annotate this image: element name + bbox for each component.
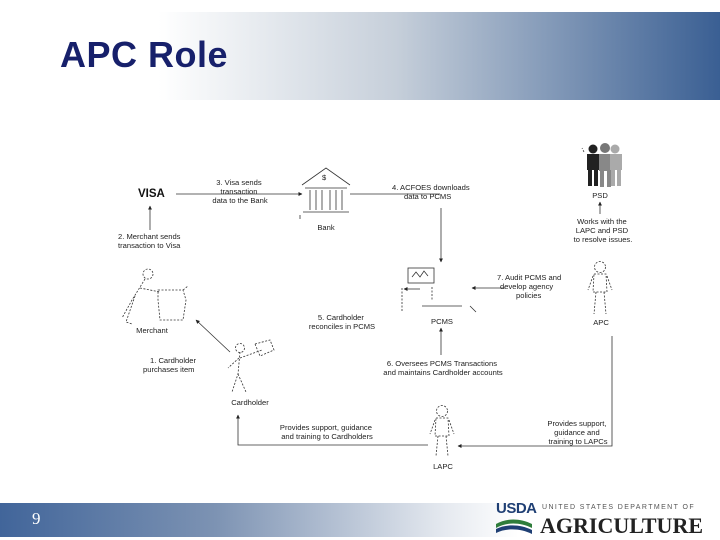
- usda-logo: USDA UNITED STATES DEPARTMENT OF AGRICUL…: [494, 500, 704, 538]
- merchant-label: Merchant: [136, 326, 169, 335]
- pcms-label: PCMS: [431, 317, 453, 326]
- usda-wordmark: USDA: [496, 500, 537, 517]
- slide-title: APC Role: [60, 34, 229, 75]
- arrow-cardholder-to-merchant: [195, 319, 231, 353]
- psd-label: PSD: [592, 191, 608, 200]
- step1-label: 1. Cardholder purchases item: [143, 356, 198, 374]
- psd-group-icon: [581, 143, 622, 187]
- arrow-step7-pcms-down: [469, 305, 477, 313]
- apc-person-icon: [587, 261, 613, 315]
- bank-icon: [299, 167, 351, 219]
- page-number: 9: [32, 509, 41, 528]
- lapc-label: LAPC: [433, 462, 453, 471]
- pcms-computer-icon: [401, 267, 462, 312]
- footer-bar-background: [0, 503, 720, 537]
- title-bar-background: [0, 12, 720, 100]
- step5-label: 5. Cardholder reconciles in PCMS: [309, 313, 375, 331]
- department-line: UNITED STATES DEPARTMENT OF: [542, 504, 696, 511]
- lapc-to-cardholder-note: Provides support, guidance and training …: [280, 423, 374, 441]
- psd-note: Works with the LAPC and PSD to resolve i…: [574, 217, 633, 244]
- visa-logo: VISA: [138, 188, 165, 200]
- merchant-icon: [121, 268, 189, 325]
- agriculture-line: AGRICULTURE: [540, 513, 704, 538]
- bank-symbol: $: [322, 173, 327, 182]
- step4-label: 4. ACFOES downloads data to PCMS: [392, 183, 472, 201]
- step6-label: 6. Oversees PCMS Transactions and mainta…: [383, 359, 503, 377]
- apc-to-lapc-note: Provides support, guidance and training …: [547, 419, 608, 446]
- lapc-person-icon: [429, 405, 455, 457]
- usda-mark-icon: [496, 519, 532, 534]
- step7-label: 7. Audit PCMS and develop agency policie…: [497, 273, 563, 300]
- cardholder-label: Cardholder: [231, 398, 269, 407]
- arrow-apc-to-lapc: [457, 336, 613, 448]
- bank-label: Bank: [317, 223, 335, 232]
- cardholder-icon: [227, 339, 275, 393]
- step2-label: 2. Merchant sends transaction to Visa: [118, 232, 183, 250]
- step3-label: 3. Visa sends transaction data to the Ba…: [212, 178, 268, 205]
- arrow-lapc-to-cardholder: [236, 414, 428, 446]
- apc-label: APC: [593, 318, 609, 327]
